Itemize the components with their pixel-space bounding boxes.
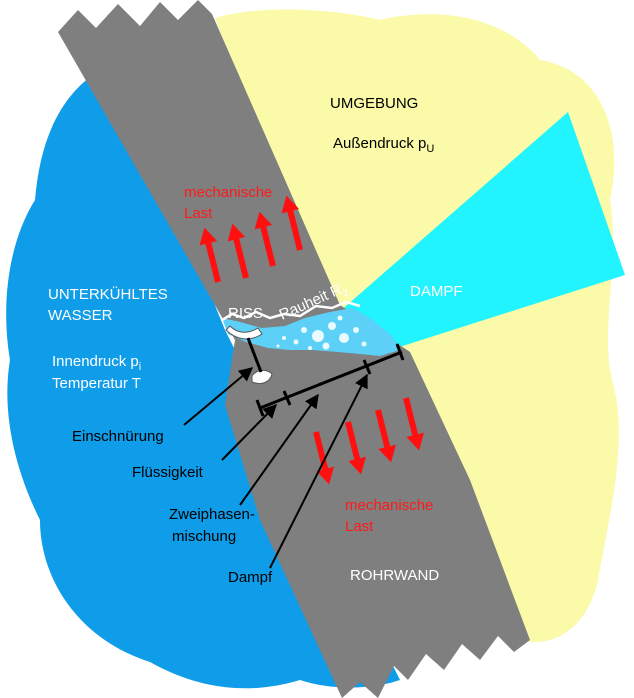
label-temperatur: Temperatur T	[52, 375, 141, 392]
steam-jet	[330, 112, 625, 350]
label-riss: RISS	[228, 305, 263, 322]
leader-dampf	[269, 373, 368, 569]
label-unterkuehltes: UNTERKÜHLTES	[48, 285, 168, 303]
label-zweiphasen-2: mischung	[172, 528, 236, 545]
mechanical-load-arrows-bottom	[313, 397, 424, 485]
crack-edge-top	[221, 300, 361, 322]
leader-zweiphasen	[239, 393, 319, 506]
label-umgebung: UMGEBUNG	[330, 95, 418, 112]
crack-bubbles	[276, 315, 367, 350]
label-zweiphasen-1: Zweiphasen-	[169, 506, 255, 523]
label-dampf-bottom: Dampf	[228, 569, 273, 586]
label-innendruck: Innendruck pi	[52, 353, 141, 373]
label-mechanische-top-1: mechanische	[184, 184, 272, 201]
crack-zone	[222, 308, 400, 356]
label-dampf-right: DAMPF	[410, 283, 463, 300]
label-aussendruck: Außendruck pU	[333, 135, 434, 155]
crack-measure-bar	[255, 343, 405, 417]
label-fluessigkeit: Flüssigkeit	[132, 464, 204, 481]
label-mechanische-top-2: Last	[184, 205, 213, 222]
label-mechanische-bottom-1: mechanische	[345, 497, 433, 514]
leader-lines	[183, 367, 368, 569]
label-mechanische-bottom-2: Last	[345, 518, 374, 535]
label-wasser: WASSER	[48, 307, 113, 324]
label-einschnuerung: Einschnürung	[72, 428, 164, 445]
label-rohrwand: ROHRWAND	[350, 567, 439, 584]
mechanical-load-arrows-top	[199, 195, 303, 283]
leader-einschnuerung	[183, 367, 254, 426]
constriction-marker	[225, 325, 273, 385]
leader-fluessigkeit	[221, 404, 277, 461]
